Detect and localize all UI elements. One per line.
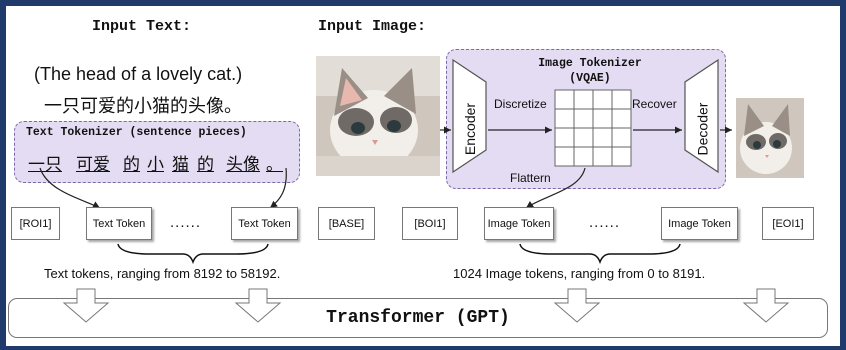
encoder-shape [452,58,487,174]
english-caption: (The head of a lovely cat.) [34,64,243,84]
flattern-arrow [525,167,586,209]
chinese-caption: 一只可爱的小猫的头像。 [44,96,242,116]
text-range-note: Text tokens, ranging from 8192 to 58192. [44,266,281,281]
transformer-box: Transformer (GPT) [8,298,828,338]
recover-label: Recover [632,97,677,111]
input-cat-image [316,56,440,176]
boi1-token: [BOI1] [402,207,458,240]
text-token-ellipsis: ...... [170,214,202,231]
text-token-brace [117,243,269,265]
cat-photo-left [316,56,440,176]
decoder-label-wrap: Decoder [691,86,713,172]
token-piece: 小 [147,155,164,174]
text-token-arrow-2 [269,167,287,209]
token-piece: 的 [197,155,214,174]
decoder-label: Decoder [694,102,711,156]
transformer-label: Transformer (GPT) [326,308,510,328]
token-piece: 一只 [28,155,62,174]
codebook-grid [554,89,632,167]
decoder-shape [684,58,719,174]
token-piece: 。 [266,155,283,174]
token-piece: 头像 [226,155,260,174]
token-piece: 可爱 [76,155,110,174]
cat-photo-right [736,98,804,178]
encoder-label-wrap: Encoder [459,86,481,172]
image-token-ellipsis: ...... [589,214,621,231]
roi1-token: [ROI1] [11,207,60,240]
input-image-header: Input Image: [318,18,427,35]
image-token-last: Image Token [661,207,738,240]
image-token-brace [519,243,681,265]
text-token-last: Text Token [231,207,298,240]
base-token: [BASE] [318,207,375,240]
eoi1-token: [EOI1] [762,207,814,240]
reconstructed-cat-image [736,98,804,178]
image-range-note: 1024 Image tokens, ranging from 0 to 819… [453,266,706,281]
text-token-arrow-1 [39,167,101,209]
text-tokenizer-box [14,121,300,183]
image-token-first: Image Token [484,207,554,240]
input-text-header: Input Text: [92,18,192,35]
text-token-first: Text Token [86,207,152,240]
discretize-label: Discretize [494,97,547,111]
image-tokenizer-subtitle: (VQAE) [569,72,611,85]
token-piece: 的 [123,155,140,174]
image-tokenizer-title: Image Tokenizer [538,57,642,70]
token-piece: 猫 [172,155,189,174]
text-tokenizer-title: Text Tokenizer (sentence pieces) [26,126,247,139]
encoder-label: Encoder [462,102,478,156]
flattern-label: Flattern [510,171,551,185]
